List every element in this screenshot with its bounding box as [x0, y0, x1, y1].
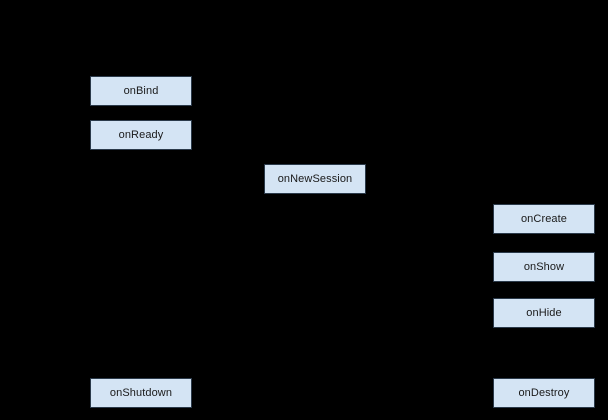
node-label: onBind — [123, 84, 159, 97]
node-onHide[interactable]: onHide — [493, 298, 595, 328]
edge-onDestroy-to-onShutdown — [140, 378, 545, 408]
node-label: onNewSession — [277, 172, 353, 185]
node-onReady[interactable]: onReady — [90, 120, 192, 150]
node-label: onCreate — [520, 212, 568, 225]
node-label: onShow — [523, 260, 565, 273]
node-onDestroy[interactable]: onDestroy — [493, 378, 595, 408]
node-onShutdown[interactable]: onShutdown — [90, 378, 192, 408]
node-label: onShutdown — [109, 386, 173, 399]
node-label: onHide — [526, 306, 562, 319]
node-onBind[interactable]: onBind — [90, 76, 192, 106]
edge-onNewSession-to-onCreate — [314, 194, 545, 204]
node-onNewSession[interactable]: onNewSession — [264, 164, 366, 194]
node-label: onDestroy — [518, 386, 570, 399]
node-label: onReady — [118, 128, 164, 141]
node-onCreate[interactable]: onCreate — [493, 204, 595, 234]
edge-onReady-to-onNewSession — [140, 150, 316, 164]
node-onShow[interactable]: onShow — [493, 252, 595, 282]
